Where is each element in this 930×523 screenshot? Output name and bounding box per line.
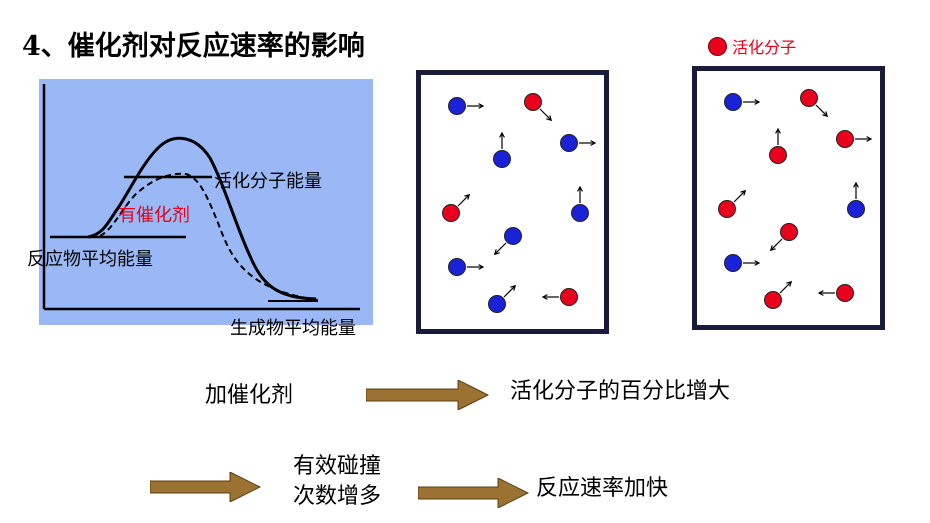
molecule bbox=[493, 227, 522, 256]
motion-arrowhead bbox=[478, 103, 485, 109]
motion-arrowhead bbox=[740, 189, 747, 196]
active-molecule bbox=[442, 193, 471, 222]
active-molecule bbox=[764, 280, 793, 309]
motion-arrow bbox=[457, 194, 470, 207]
active-molecule bbox=[817, 284, 854, 302]
motion-arrow bbox=[815, 104, 828, 117]
motion-arrow bbox=[733, 190, 746, 203]
motion-arrowhead bbox=[817, 290, 824, 296]
active-molecule bbox=[541, 288, 578, 306]
motion-arrowhead bbox=[499, 131, 505, 138]
motion-arrowhead bbox=[775, 127, 781, 134]
motion-arrowhead bbox=[478, 264, 485, 270]
motion-arrowhead bbox=[853, 181, 859, 188]
molecules-right bbox=[718, 89, 873, 309]
molecule bbox=[448, 97, 485, 115]
motion-arrowhead bbox=[866, 136, 873, 142]
motion-arrowhead bbox=[464, 193, 471, 200]
motion-arrowhead bbox=[510, 284, 517, 291]
molecule-box-without-catalyst bbox=[416, 70, 609, 334]
molecule bbox=[448, 258, 485, 276]
motion-arrow bbox=[503, 285, 516, 298]
flow-arrow-1 bbox=[366, 380, 490, 410]
active-percentage-increase-text: 活化分子的百分比增大 bbox=[510, 379, 731, 404]
legend: 活化分子 bbox=[708, 34, 797, 57]
motion-arrow bbox=[494, 242, 507, 255]
legend-label: 活化分子 bbox=[732, 38, 797, 57]
molecule bbox=[724, 93, 761, 111]
motion-arrowhead bbox=[590, 140, 597, 146]
uncatalyzed-curve bbox=[87, 136, 317, 301]
motion-arrowhead bbox=[754, 260, 761, 266]
active-molecule bbox=[836, 130, 873, 148]
molecule bbox=[847, 181, 865, 218]
motion-arrowhead bbox=[493, 249, 500, 256]
catalyst-label: 有催化剂 bbox=[118, 205, 190, 226]
reaction-rate-increase-text: 反应速率加快 bbox=[536, 476, 669, 501]
active-molecule bbox=[769, 223, 798, 252]
effective-collision-text-line1: 有效碰撞 bbox=[293, 454, 382, 479]
catalyzed-curve bbox=[99, 172, 319, 301]
molecule-box-with-catalyst bbox=[692, 66, 885, 330]
active-molecule bbox=[718, 189, 747, 218]
molecule bbox=[724, 254, 761, 272]
motion-arrow bbox=[770, 238, 783, 251]
molecule bbox=[571, 185, 589, 222]
flow-arrow-3 bbox=[418, 478, 530, 508]
motion-arrowhead bbox=[546, 115, 553, 122]
flow-arrow-2 bbox=[150, 472, 262, 502]
activation-energy-label: 活化分子能量 bbox=[214, 171, 322, 192]
motion-arrowhead bbox=[822, 111, 829, 118]
motion-arrowhead bbox=[577, 185, 583, 192]
motion-arrow bbox=[539, 108, 552, 121]
molecule bbox=[488, 284, 517, 313]
motion-arrowhead bbox=[754, 99, 761, 105]
reactant-energy-label: 反应物平均能量 bbox=[27, 249, 153, 270]
energy-diagram-panel bbox=[39, 79, 373, 325]
active-molecule-legend-icon bbox=[708, 36, 727, 56]
molecule bbox=[560, 134, 597, 152]
page-title: 4、催化剂对反应速率的影响 bbox=[22, 31, 365, 62]
active-molecule bbox=[524, 93, 553, 122]
motion-arrowhead bbox=[541, 294, 548, 300]
add-catalyst-text: 加催化剂 bbox=[205, 383, 294, 408]
motion-arrow bbox=[779, 281, 792, 294]
active-molecule bbox=[769, 127, 787, 164]
molecule bbox=[493, 131, 511, 168]
molecules-left bbox=[442, 93, 597, 313]
motion-arrowhead bbox=[769, 245, 776, 252]
effective-collision-text-line2: 次数增多 bbox=[293, 484, 382, 509]
active-molecule bbox=[800, 89, 829, 118]
motion-arrowhead bbox=[786, 280, 793, 287]
product-energy-label: 生成物平均能量 bbox=[230, 318, 356, 339]
